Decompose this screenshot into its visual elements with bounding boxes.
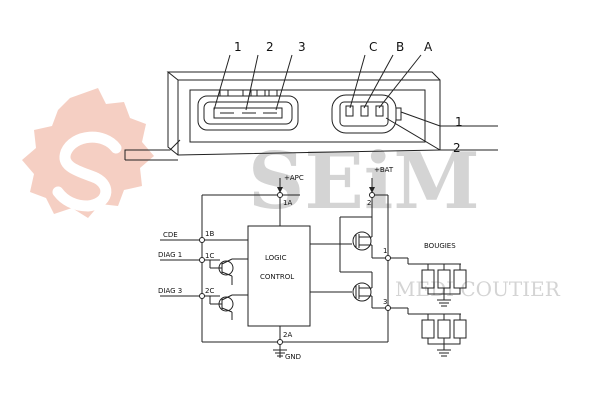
connector-left-pin-1: 1: [234, 40, 242, 54]
terminal-nodes: [199, 192, 391, 345]
label-apc: +APC: [284, 174, 304, 182]
connector-right-pin-c: C: [369, 40, 377, 54]
label-bougies: BOUGIES: [424, 242, 456, 250]
terminal-1-out: 1: [383, 247, 387, 255]
terminal-3-out: 3: [383, 298, 387, 306]
terminal-1a: 1A: [283, 199, 292, 207]
schematic-wiring: [160, 178, 461, 358]
callout-1: 1: [455, 115, 463, 129]
signal-diag3: DIAG 3: [158, 287, 182, 295]
connector-right: [331, 94, 402, 134]
pin-leaders: [213, 54, 498, 151]
label-bat: +BAT: [374, 166, 394, 174]
connector-left: [197, 89, 299, 131]
signal-diag1: DIAG 1: [158, 251, 182, 259]
logic-label-1: LOGIC: [265, 254, 287, 262]
connector-left-pin-3: 3: [298, 40, 306, 54]
callout-2: 2: [453, 141, 461, 155]
connector-left-pin-2: 2: [266, 40, 274, 54]
label-gnd: GND: [285, 353, 301, 361]
terminal-1c: 1C: [205, 252, 214, 260]
arrows: [277, 187, 375, 193]
logic-label-2: CONTROL: [260, 273, 294, 281]
watermark-gear-logo: [22, 88, 154, 218]
bougies-group-1: [421, 264, 467, 307]
bougies-group-2: [421, 314, 467, 357]
module-housing: [124, 71, 441, 161]
connector-right-pin-a: A: [424, 40, 433, 54]
terminal-1b: 1B: [205, 230, 214, 238]
terminal-2a: 2A: [283, 331, 292, 339]
terminal-2: 2: [367, 199, 371, 207]
terminal-2c: 2C: [205, 287, 214, 295]
connector-right-pin-b: B: [396, 40, 404, 54]
signal-cde: CDE: [163, 231, 178, 239]
watermark-tagline: MEDI COUTIER: [395, 277, 561, 301]
